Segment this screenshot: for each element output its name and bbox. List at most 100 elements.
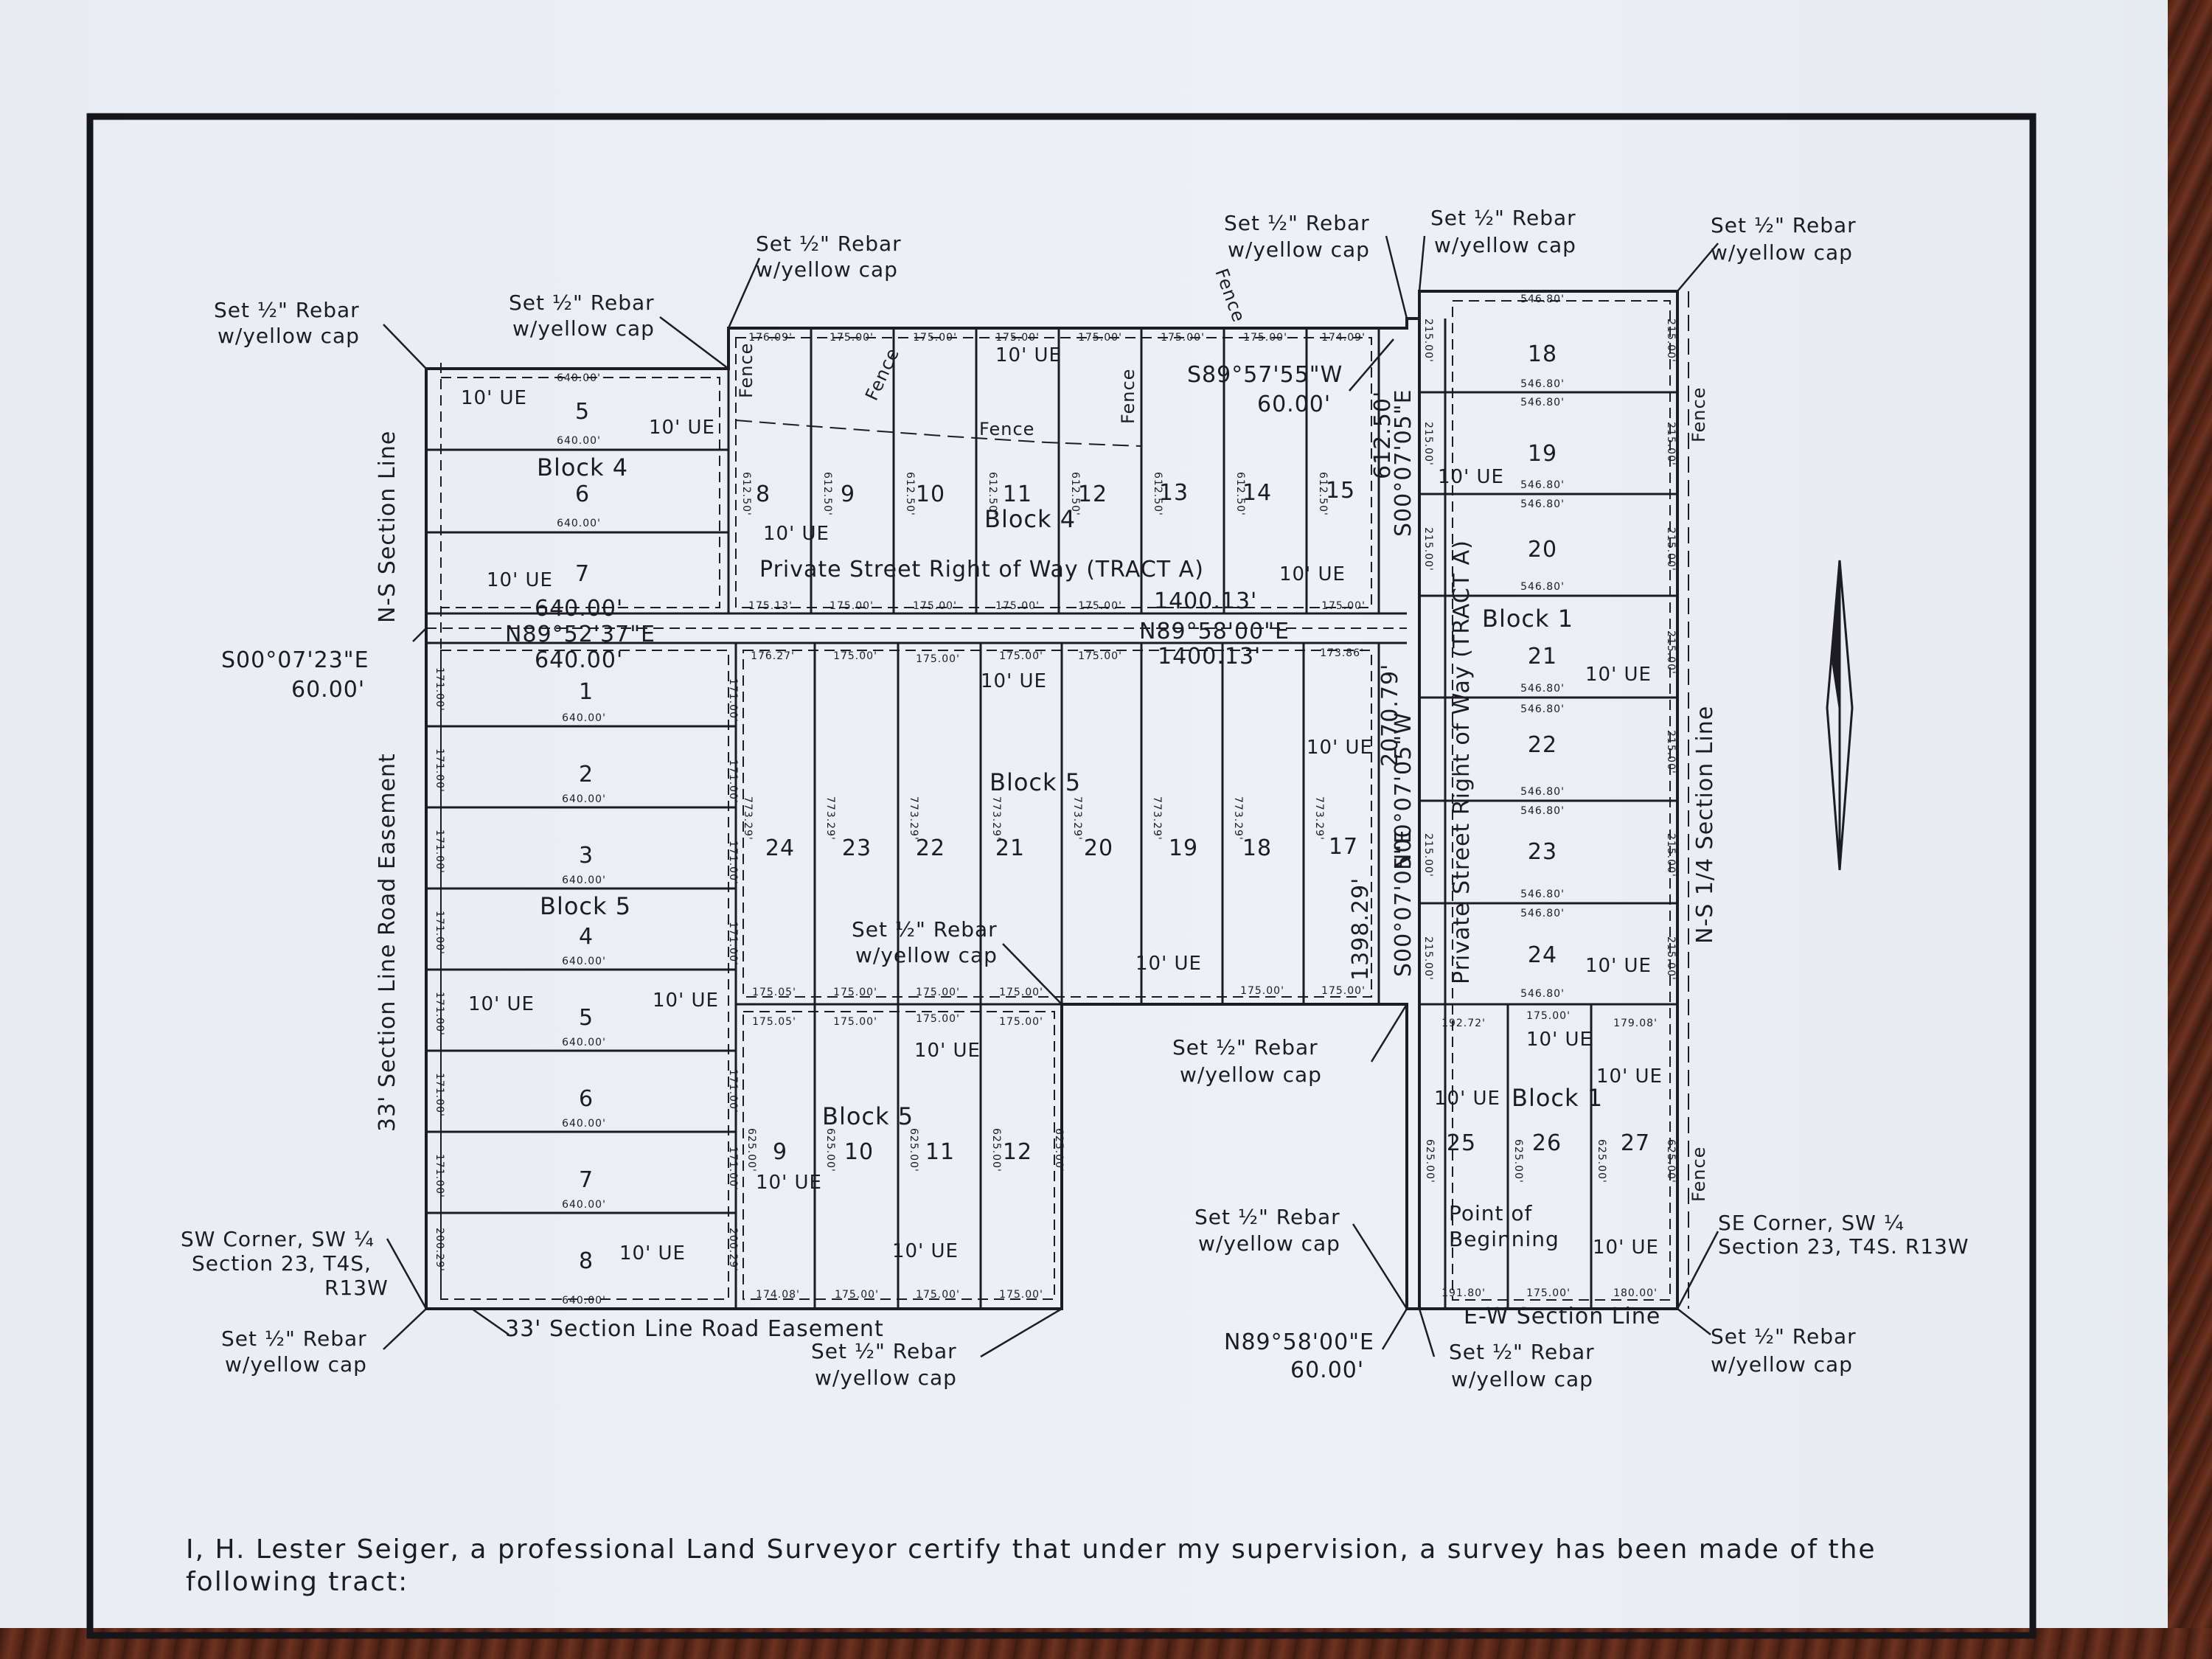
dim-label: 175.00' [1321,600,1366,612]
rebar-label: w/yellow cap [1198,1231,1340,1256]
rebar-label: Set ½" Rebar [1172,1035,1318,1060]
utility-easement [735,337,1372,608]
utility-easement [440,650,729,1300]
leader-line [412,627,427,642]
fence-label: Fence [979,419,1034,439]
ue-label: 10' UE [1135,953,1202,975]
dim-label: 215.00' [1422,833,1434,877]
lot-number: 7 [579,1167,594,1193]
ue-label: 10' UE [1279,563,1346,585]
dim-label: 625.00' [990,1128,1002,1172]
dim-label: 175.00' [830,332,874,344]
lot-number: 9 [773,1139,787,1165]
lot-number: 18 [1528,341,1557,367]
dim-label: 179.08' [1613,1018,1658,1029]
dim-label: 175.00' [1078,332,1122,344]
leader-line [1418,1308,1436,1357]
lot-number: 26 [1532,1130,1562,1156]
private-street-label: Private Street Right of Way (TRACT A) [759,557,1204,582]
bearing-label: S89°57'55"W [1187,362,1343,388]
dim-label: 640.00' [562,874,606,886]
dim-label: 175.05' [752,1016,796,1028]
lot-number: 5 [579,1005,594,1031]
ue-label: 10' UE [763,523,830,545]
leader-line [1370,1004,1408,1062]
lot-number: 19 [1169,835,1198,861]
ue-label: 10' UE [619,1242,686,1265]
dim-label: 200.29' [727,1228,739,1272]
ue-label: 10' UE [1593,1237,1659,1259]
dim-label: 171.00' [434,830,445,874]
rebar-label: Set ½" Rebar [811,1339,957,1363]
leader-line [1677,1308,1711,1335]
sw-corner-label: R13W [324,1276,389,1300]
dim-label: 625.00' [824,1128,836,1172]
leader-line [980,1307,1062,1358]
dim-label: 640.00' [562,1118,606,1130]
lot-number: 20 [1084,835,1113,861]
dim-label: 546.80' [1520,703,1565,715]
rebar-label: w/yellow cap [1228,237,1370,262]
lot-number: 12 [1078,481,1107,507]
dim-label: 773.29' [908,796,919,841]
dim-label: 215.00' [1665,319,1677,363]
fence-label: Fence [1118,369,1138,424]
dim-label: 625.00' [1424,1139,1436,1183]
lot-number: 21 [1528,644,1557,669]
lot-number: 3 [579,843,594,869]
ue-label: 10' UE [1585,664,1652,686]
dim-label: 180.00' [1613,1287,1658,1299]
lot-number: 7 [575,561,590,587]
dim-label: 175.00' [913,600,957,612]
dim-label: 546.80' [1520,786,1565,798]
sheet-border [86,113,2037,1639]
pob-label: Beginning [1449,1227,1559,1251]
lot-number: 15 [1326,478,1355,504]
rebar-label: w/yellow cap [1711,1352,1853,1377]
dim-label: 175.00' [1526,1287,1571,1299]
leader-line [659,316,729,369]
dim-label: 546.80' [1520,293,1565,305]
dim-label: 625.00' [908,1128,919,1172]
lot-number: 18 [1242,835,1272,861]
rebar-label: w/yellow cap [512,316,655,341]
dim-label: 175.00' [916,653,960,665]
dim-label: 175.13' [748,600,793,612]
dim-label: 215.00' [1665,730,1677,774]
lot-number: 19 [1528,441,1557,467]
north-arrow-icon [1826,560,1854,871]
fence-line [735,420,1142,447]
leader-line [386,1238,428,1310]
dim-label: 171.00' [434,911,445,955]
dim-label: 171.00' [434,748,445,793]
road-easement-label: 33' Section Line Road Easement [375,753,400,1132]
dim-label: 175.05' [752,987,796,998]
dim-label: 625.00' [1596,1139,1607,1183]
dim-label: 192.72' [1441,1018,1486,1029]
leader-line [471,1307,509,1336]
dim-label: 171.00' [434,1154,445,1198]
ue-label: 10' UE [1434,1088,1500,1110]
distance-label: 1400.13' [1158,644,1261,669]
rebar-label: Set ½" Rebar [1430,206,1576,230]
dim-label: 773.29' [1151,796,1163,841]
dim-label: 215.00' [1665,527,1677,571]
fence-label: Fence [1688,387,1709,442]
dim-label: 175.00' [916,987,960,998]
lot-number: 10 [844,1139,874,1165]
dim-label: 612.50' [821,472,833,516]
dim-label: 773.29' [990,796,1002,841]
dim-label: 625.00' [1512,1139,1524,1183]
dim-label: 640.00' [562,1199,606,1211]
utility-easement [1452,300,1671,1301]
dim-label: 191.80' [1441,1287,1486,1299]
dim-label: 546.80' [1520,378,1565,390]
dim-label: 175.00' [1243,332,1287,344]
ue-label: 10' UE [1526,1029,1593,1051]
dim-label: 175.00' [995,332,1040,344]
block-label: Block 1 [1482,605,1573,633]
rebar-label: Set ½" Rebar [1194,1205,1340,1229]
rebar-label: w/yellow cap [815,1366,957,1390]
lot-number: 11 [1003,481,1032,507]
